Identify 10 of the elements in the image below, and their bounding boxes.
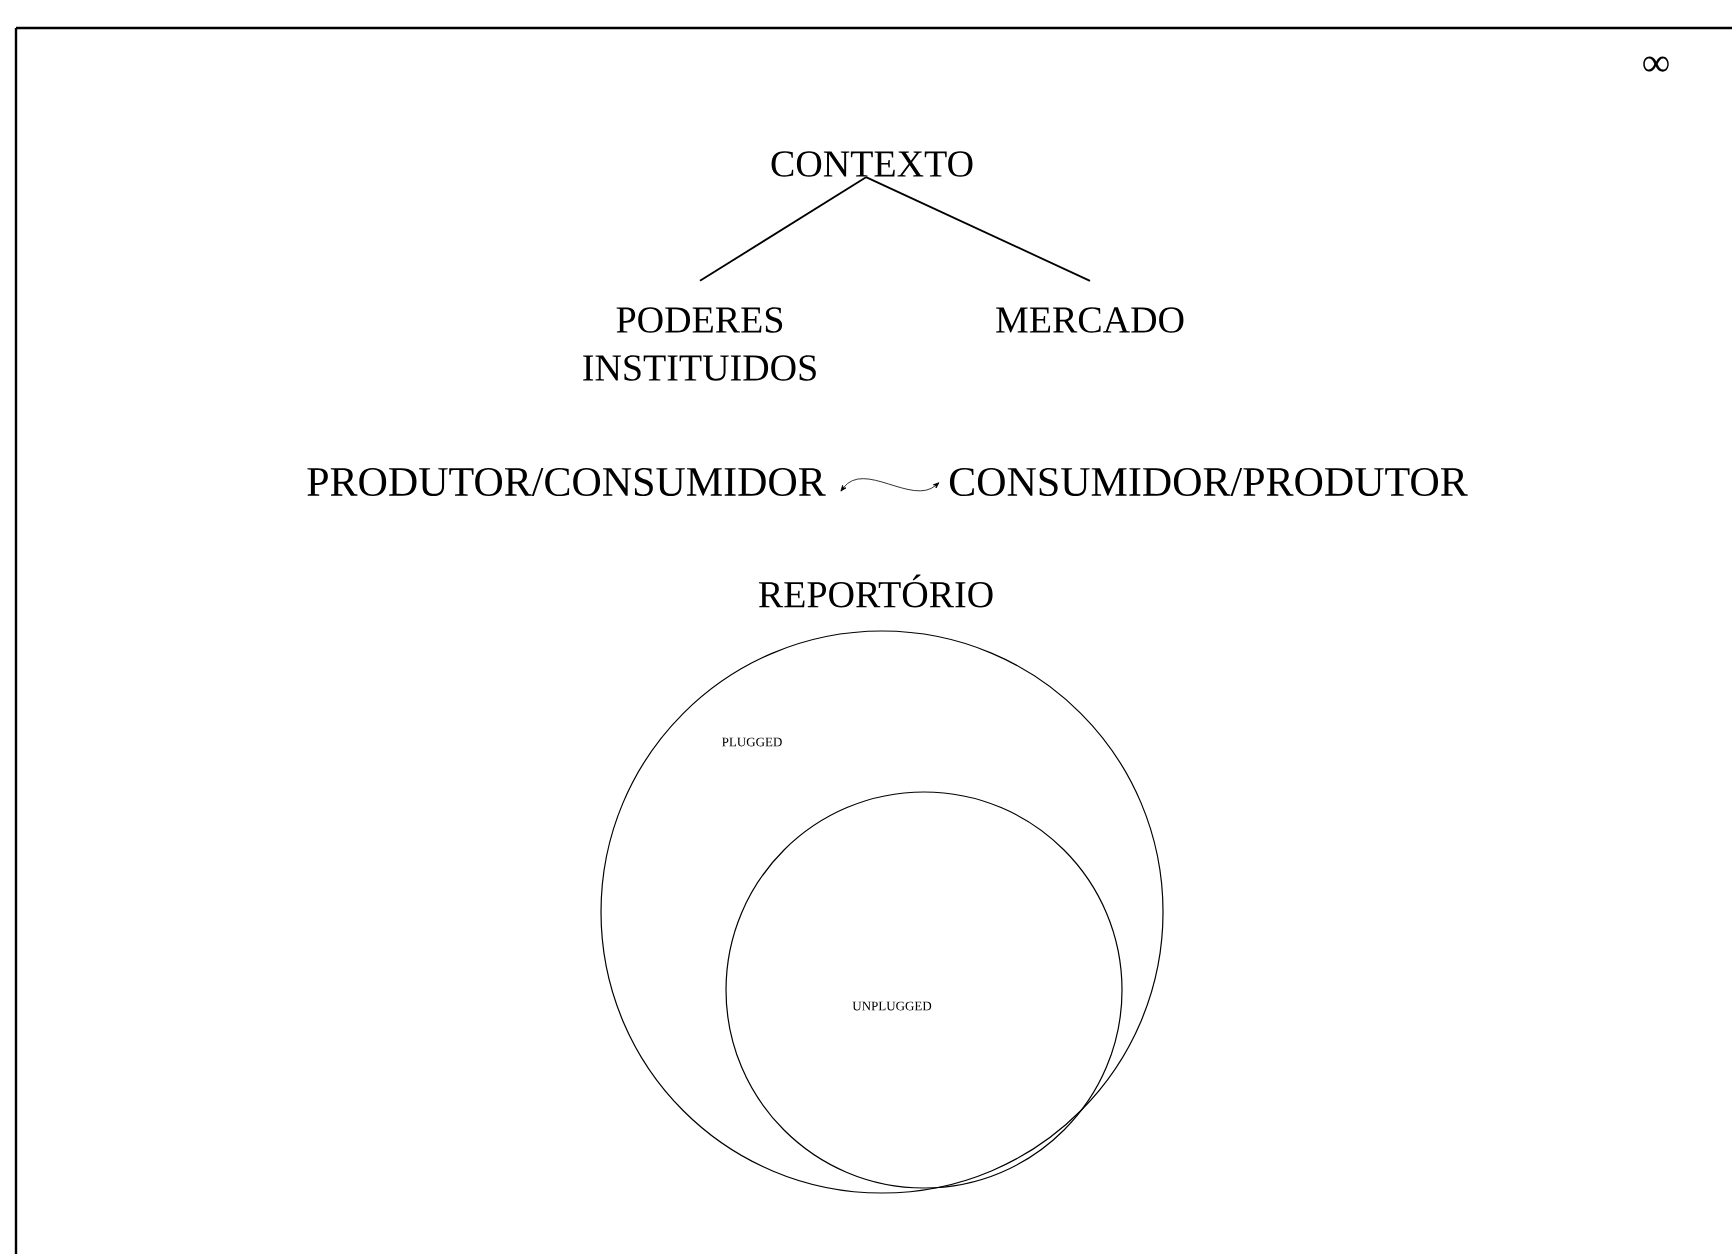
label-text: MERCADO <box>996 307 1184 333</box>
infinity-symbol: ∞ <box>1643 56 1669 72</box>
label-text: PODERES INSTITUIDOS <box>583 307 816 381</box>
label-text: CONTEXTO <box>771 151 973 177</box>
label-text: CONSUMIDOR/PRODUTOR <box>949 467 1468 497</box>
label-text: PRODUTOR/CONSUMIDOR <box>307 467 826 497</box>
wavy-arrow <box>840 478 940 492</box>
connector-line <box>699 176 867 282</box>
connector-line <box>865 176 1091 282</box>
circle-heading: REPORTÓRIO <box>758 574 993 608</box>
